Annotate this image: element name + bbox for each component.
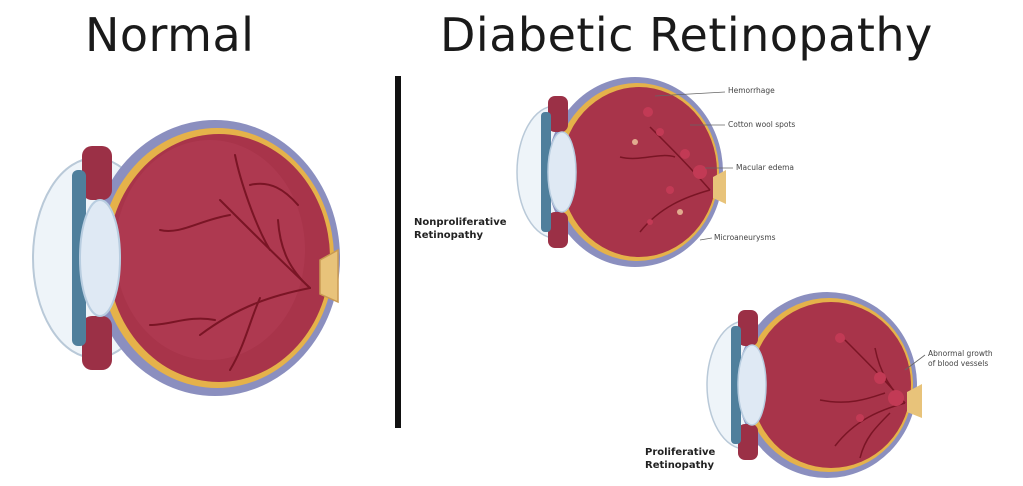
proliferative-label: Proliferative Retinopathy <box>645 446 715 472</box>
callout-macular-edema: Macular edema <box>736 163 794 173</box>
nonproliferative-label: Nonproliferative Retinopathy <box>414 216 507 242</box>
proliferative-label-line2: Retinopathy <box>645 459 715 472</box>
callout-hemorrhage: Hemorrhage <box>728 86 775 96</box>
callout-cotton-wool-spots: Cotton wool spots <box>728 120 795 130</box>
proliferative-label-line1: Proliferative <box>645 446 715 459</box>
callout-microaneurysms: Microaneurysms <box>714 233 776 243</box>
callout-abnormal-growth: Abnormal growth of blood vessels <box>928 349 993 369</box>
callout-abnormal-growth-line1: Abnormal growth <box>928 349 993 359</box>
callout-abnormal-growth-line2: of blood vessels <box>928 359 993 369</box>
nonproliferative-label-line2: Retinopathy <box>414 229 507 242</box>
nonproliferative-label-line1: Nonproliferative <box>414 216 507 229</box>
